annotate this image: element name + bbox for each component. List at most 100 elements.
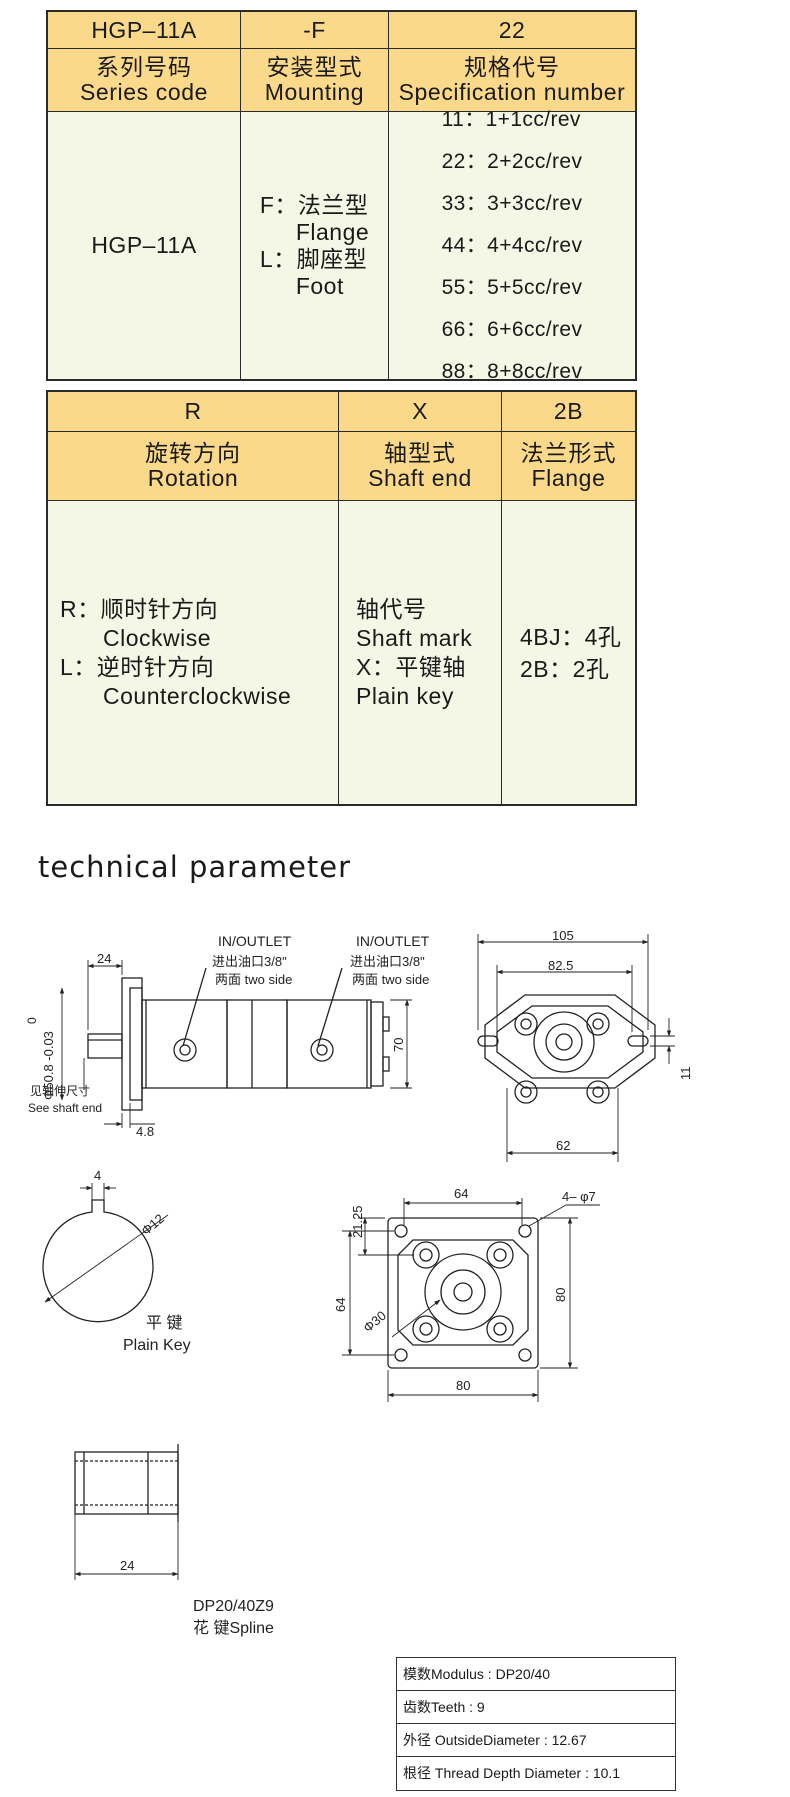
inlet-port-icon [173,1038,197,1062]
dim-24-top: 24 [97,951,111,966]
shaft-header-cn: 轴型式 [384,440,456,466]
in-outlet-label-1: IN/OUTLET [218,933,292,949]
spline-parameter-table: 模数Modulus : DP20/40 齿数Teeth : 9 外径 Outsi… [396,1657,676,1791]
bolt-icon [514,1012,538,1036]
rotation-header-en: Rotation [147,465,239,491]
plain-key-section [42,1183,169,1323]
mounting-code-value: -F [240,12,388,48]
dim-62: 62 [556,1138,570,1153]
spec-header: 规格代号 Specification number [388,49,635,111]
code-row: R X 2B [48,392,635,432]
mounting-flange-en: Flange [295,218,370,245]
shaft-options: 轴代号 Shaft mark X：平键轴 Plain key [338,501,501,804]
spec-item: 55：5+5cc/rev [441,275,583,299]
outlet-port-icon [310,1038,334,1062]
port-cn-label-1: 进出油口3/8" [212,954,287,969]
shaft-header-en: Shaft end [368,465,472,491]
spec-header-en: Specification number [398,79,626,105]
plain-key-en: Plain Key [123,1337,191,1354]
bolt-icon [486,1315,514,1343]
dim-4-8: 4.8 [136,1124,154,1139]
dim-82-5: 82.5 [548,958,573,973]
rotation-header: 旋转方向 Rotation [48,432,338,500]
shaft-mark-cn: 轴代号 [356,595,427,622]
mounting-header-cn: 安装型式 [266,54,363,80]
shaft-code-value: X [338,392,501,431]
spec-item: 44：4+4cc/rev [441,233,583,257]
bolt-icon [586,1080,610,1104]
flange-options: 4BJ：4孔 2B：2孔 [501,501,635,804]
dim-80-side: 80 [553,1288,568,1302]
flange-2-hole: 2B：2孔 [520,655,610,682]
flange-code-value: 2B [501,392,635,431]
mounting-header-en: Mounting [264,79,365,105]
param-outside-diameter: 外径 OutsideDiameter : 12.67 [397,1724,675,1757]
dim-70: 70 [391,1038,406,1052]
dim-11: 11 [678,1067,693,1081]
shaft-mark-en: Shaft mark [356,624,473,651]
series-code-header: 系列号码 Series code [48,49,240,111]
series-code-value: HGP–11A [91,16,197,43]
mount-hole-icon [394,1348,408,1362]
mount-hole-icon [394,1224,408,1238]
dim-shaft-dia: Φ50.8 -0.03 [41,1031,56,1100]
mount-hole-icon [518,1224,532,1238]
rotation-header-cn: 旋转方向 [145,440,241,466]
rotation-options: R：顺时针方向 Clockwise L：逆时针方向 Counterclockwi… [48,501,338,804]
dim-64-top: 64 [454,1186,468,1201]
pump-rear-view [342,1198,600,1402]
dim-phi30: Φ30 [360,1308,389,1335]
mounting-header: 安装型式 Mounting [240,49,388,111]
dim-64-side: 64 [333,1298,348,1312]
dim-105: 105 [552,928,574,943]
mounting-foot-cn: L：脚座型 [259,245,368,272]
header-row: 系列号码 Series code 安装型式 Mounting 规格代号 Spec… [48,49,635,112]
shaft-header: 轴型式 Shaft end [338,432,501,500]
pump-front-view [477,934,675,1162]
spec-item: 33：3+3cc/rev [441,191,583,215]
param-modulus: 模数Modulus : DP20/40 [397,1658,675,1691]
dim-80-bottom: 80 [456,1378,470,1393]
series-code-header-cn: 系列号码 [96,54,192,80]
bolt-icon [486,1241,514,1269]
plain-key-cn: 平 键 [146,1314,182,1332]
pump-side-view [59,960,412,1128]
spec-item: 88：8+8cc/rev [441,359,583,383]
dim-4-phi7: 4– φ7 [562,1189,596,1204]
rotation-code-value: R [184,398,202,424]
spec-code-value: 22 [388,12,635,48]
spline-code: DP20/40Z9 [193,1598,274,1615]
rotation-ccw-cn: L：逆时针方向 [60,653,215,680]
mounting-flange-cn: F：法兰型 [259,191,369,218]
dim-tol-zero: 0 [25,1017,39,1024]
dim-24-spline: 24 [120,1558,134,1573]
flange-header-en: Flange [531,465,606,491]
spec-header-cn: 规格代号 [464,54,560,80]
see-shaft-en: See shaft end [28,1101,102,1115]
spline-shaft-view [74,1444,179,1580]
flange-header: 法兰形式 Flange [501,432,635,500]
technical-parameter-title: technical parameter [38,850,352,884]
shaft-plain-key-en: Plain key [356,682,454,709]
spec-item: 22：2+2cc/rev [441,149,583,173]
spline-cn: 花 键Spline [193,1619,274,1637]
model-code-table-2: R X 2B 旋转方向 Rotation 轴型式 Shaft end 法兰形式 … [46,390,637,806]
rotation-cw-en: Clockwise [103,624,212,651]
spec-item: 66：6+6cc/rev [441,317,583,341]
dim-21-25: 21.25 [350,1205,365,1238]
body-row: R：顺时针方向 Clockwise L：逆时针方向 Counterclockwi… [48,501,635,804]
port-side-label-1: 两面 two side [215,972,292,987]
bolt-icon [586,1012,610,1036]
dim-4-key: 4 [94,1168,101,1183]
param-root-diameter: 根径 Thread Depth Diameter : 10.1 [403,1765,621,1781]
series-value: HGP–11A [91,232,197,258]
series-code-header-en: Series code [79,79,209,105]
flange-header-cn: 法兰形式 [520,440,617,466]
mounting-options: F：法兰型 Flange L：脚座型 Foot [240,112,388,379]
param-teeth: 齿数Teeth : 9 [397,1691,675,1724]
port-cn-label-2: 进出油口3/8" [350,954,425,969]
shaft-plain-key-cn: X：平键轴 [356,653,466,680]
port-side-label-2: 两面 two side [352,972,429,987]
in-outlet-label-2: IN/OUTLET [356,933,430,949]
